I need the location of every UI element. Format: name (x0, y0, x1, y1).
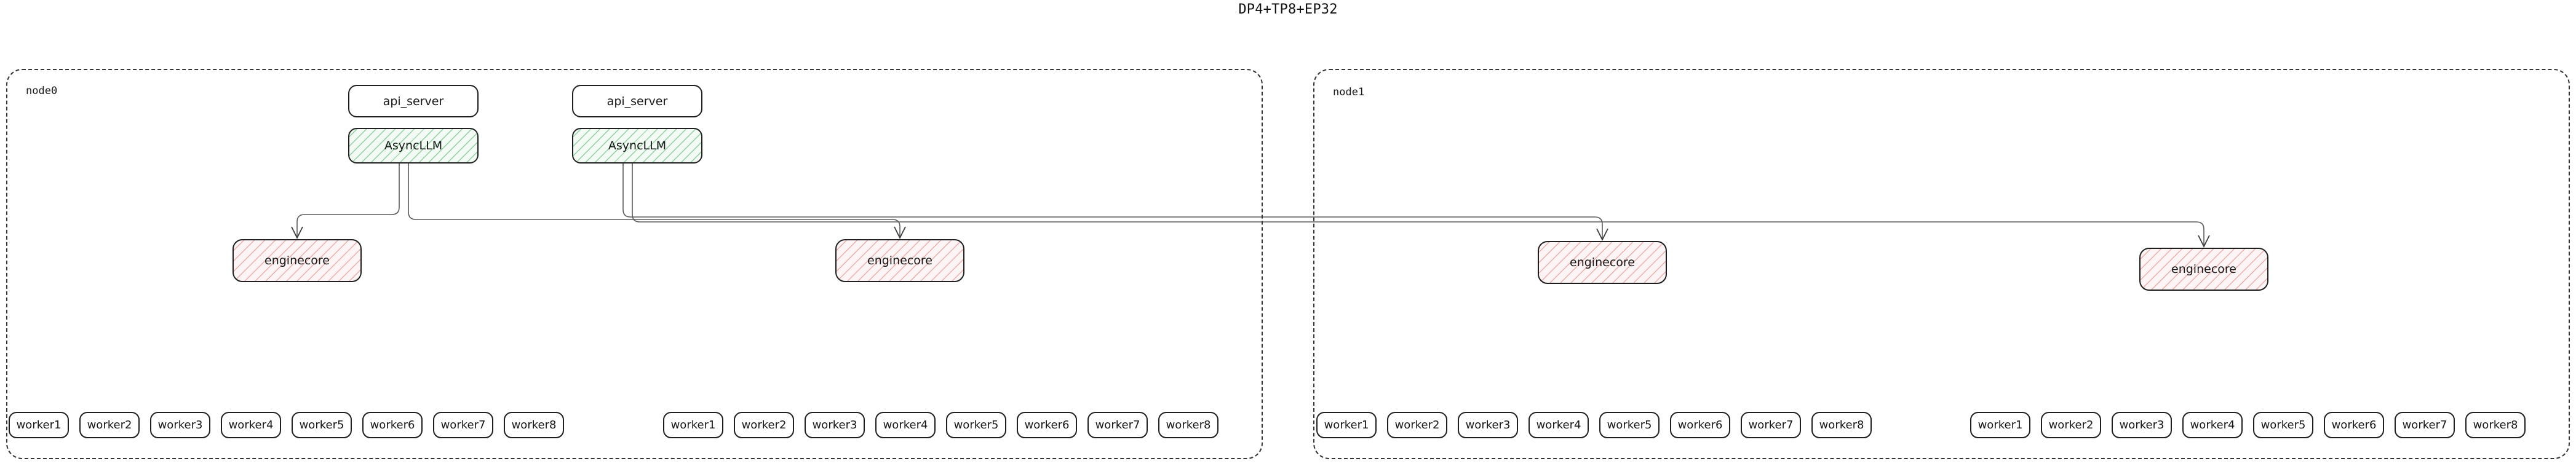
worker-box-node0-g0-5[interactable]: worker6 (362, 412, 423, 438)
worker-box-node0-g0-0[interactable]: worker1 (9, 412, 69, 438)
worker-box-node0-g1-2[interactable]: worker3 (805, 412, 865, 438)
worker-box-node1-g0-1[interactable]: worker2 (1387, 412, 1447, 438)
worker-box-node1-g1-1[interactable]: worker2 (2041, 412, 2101, 438)
worker-box-node1-g0-3[interactable]: worker4 (1529, 412, 1589, 438)
worker-box-node1-g0-2[interactable]: worker3 (1458, 412, 1518, 438)
api-server-box-node0-0[interactable]: api_server (348, 85, 479, 117)
worker-box-node1-g0-4[interactable]: worker5 (1599, 412, 1660, 438)
worker-box-node1-g1-6[interactable]: worker7 (2395, 412, 2455, 438)
node-label-node1: node1 (1333, 86, 1365, 98)
worker-box-node0-g0-7[interactable]: worker8 (504, 412, 564, 438)
worker-box-node0-g1-7[interactable]: worker8 (1158, 412, 1218, 438)
worker-box-node0-g1-5[interactable]: worker6 (1017, 412, 1077, 438)
worker-box-node1-g1-0[interactable]: worker1 (1970, 412, 2030, 438)
worker-box-node0-g1-4[interactable]: worker5 (946, 412, 1006, 438)
worker-box-node0-g0-6[interactable]: worker7 (433, 412, 493, 438)
enginecore-box-node1-1[interactable]: enginecore (2139, 248, 2268, 291)
worker-box-node0-g0-1[interactable]: worker2 (79, 412, 140, 438)
diagram-title: DP4+TP8+EP32 (1238, 2, 1338, 17)
worker-box-node1-g1-3[interactable]: worker4 (2182, 412, 2243, 438)
worker-box-node0-g1-0[interactable]: worker1 (663, 412, 723, 438)
enginecore-box-node0-1[interactable]: enginecore (835, 239, 964, 282)
worker-box-node0-g0-3[interactable]: worker4 (221, 412, 281, 438)
api-server-box-node0-1[interactable]: api_server (572, 85, 702, 117)
node-label-node0: node0 (26, 85, 58, 97)
worker-box-node0-g1-3[interactable]: worker4 (875, 412, 936, 438)
worker-box-node1-g1-2[interactable]: worker3 (2112, 412, 2172, 438)
worker-box-node0-g0-2[interactable]: worker3 (150, 412, 210, 438)
asyncllm-box-node0-1[interactable]: AsyncLLM (572, 128, 702, 164)
worker-box-node1-g1-4[interactable]: worker5 (2253, 412, 2313, 438)
asyncllm-box-node0-0[interactable]: AsyncLLM (348, 128, 479, 164)
worker-box-node0-g1-1[interactable]: worker2 (734, 412, 794, 438)
enginecore-box-node0-0[interactable]: enginecore (233, 239, 362, 282)
worker-box-node0-g1-6[interactable]: worker7 (1087, 412, 1148, 438)
worker-box-node1-g1-7[interactable]: worker8 (2465, 412, 2526, 438)
node-container-node0 (6, 69, 1263, 459)
worker-box-node0-g0-4[interactable]: worker5 (292, 412, 352, 438)
enginecore-box-node1-0[interactable]: enginecore (1538, 241, 1667, 284)
worker-box-node1-g1-5[interactable]: worker6 (2324, 412, 2384, 438)
worker-box-node1-g0-7[interactable]: worker8 (1811, 412, 1872, 438)
worker-box-node1-g0-0[interactable]: worker1 (1316, 412, 1377, 438)
worker-box-node1-g0-5[interactable]: worker6 (1670, 412, 1730, 438)
worker-box-node1-g0-6[interactable]: worker7 (1741, 412, 1801, 438)
node-container-node1 (1313, 69, 2570, 459)
